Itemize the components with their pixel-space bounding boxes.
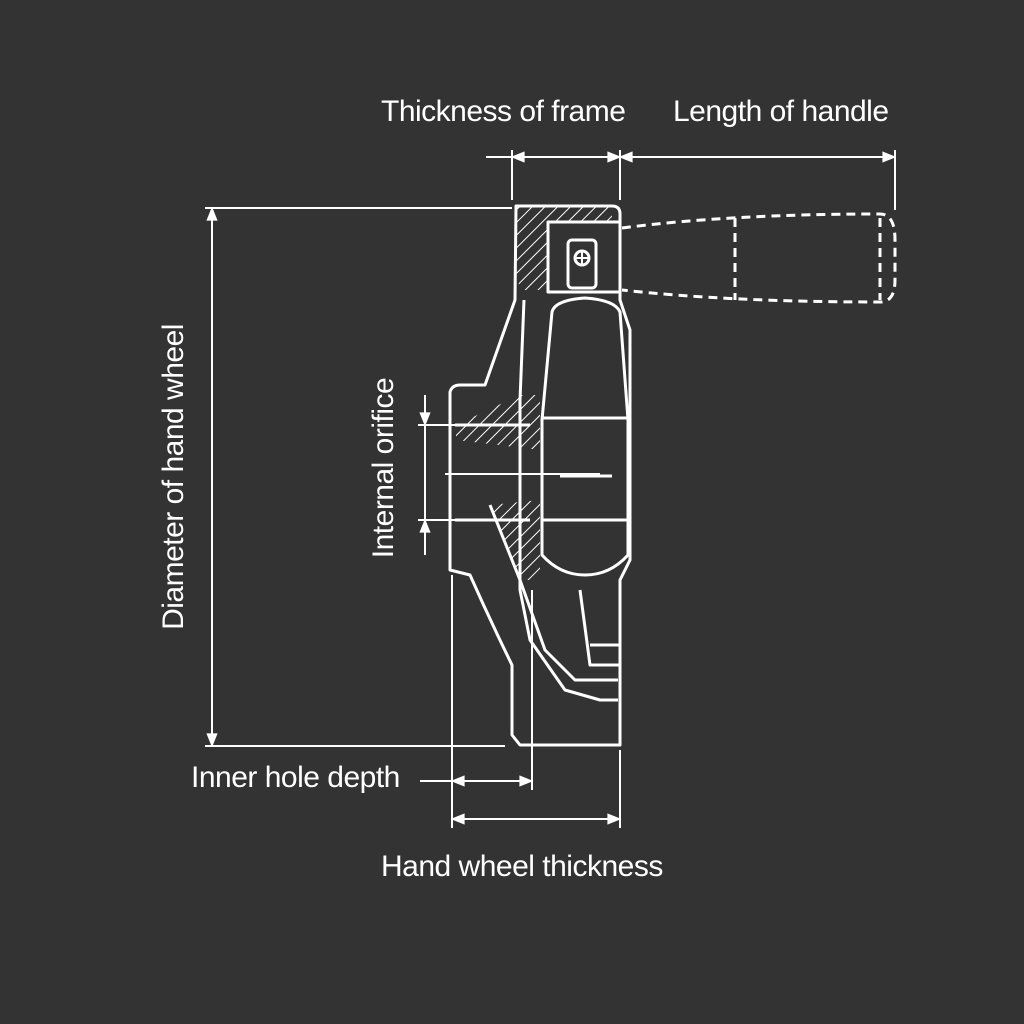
wheel-web-line-2 — [488, 504, 618, 682]
rim-inner-line — [578, 589, 620, 667]
label-inner-hole-depth: Inner hole depth — [191, 761, 400, 794]
hub-section-hatch — [456, 395, 540, 450]
wheel-outline — [448, 204, 632, 747]
frame-section-hatch — [516, 206, 612, 290]
label-thickness-of-frame: Thickness of frame — [381, 95, 626, 128]
label-internal-orifice-text: Internal orifice — [367, 377, 400, 559]
folded-handle — [540, 296, 630, 577]
label-hand-wheel-thickness: Hand wheel thickness — [381, 850, 663, 883]
pivot-block — [546, 220, 622, 294]
pivot-pin — [566, 238, 598, 290]
label-diameter-text: Diameter of hand wheel — [157, 324, 190, 630]
pivot-screw — [573, 249, 591, 267]
wheel-web-line — [518, 299, 618, 702]
extended-handle-outline — [621, 212, 897, 304]
label-length-of-handle: Length of handle — [673, 95, 889, 128]
